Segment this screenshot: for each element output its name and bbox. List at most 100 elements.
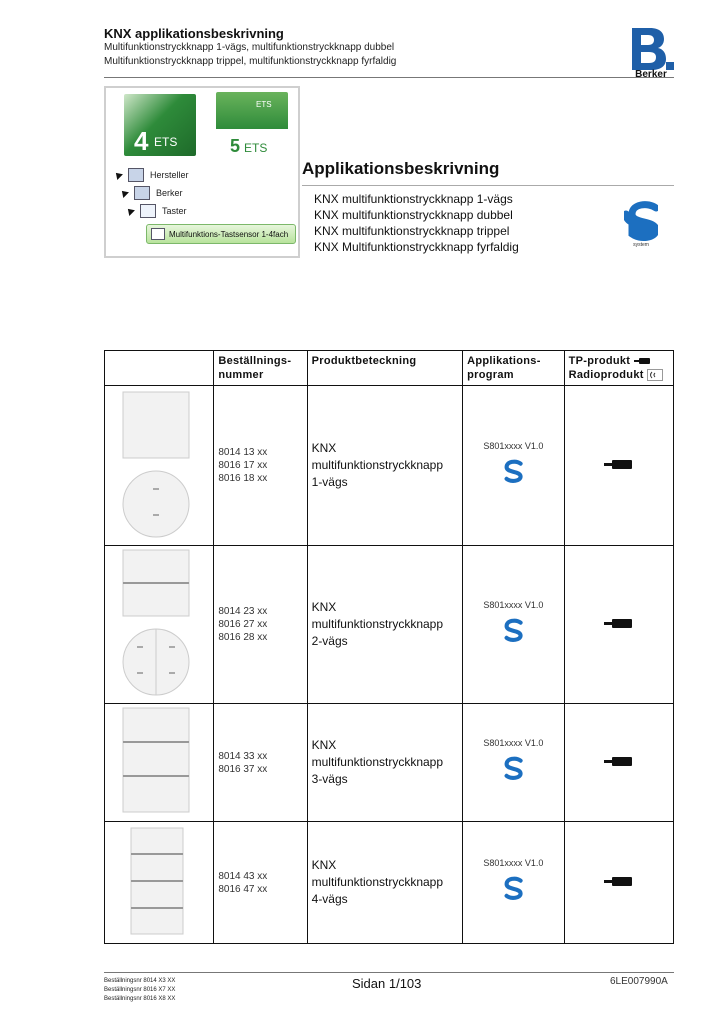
tree-item-berker[interactable]: Berker — [119, 186, 183, 200]
tp-plug-icon — [603, 460, 632, 469]
tree-label: Berker — [156, 188, 183, 198]
radio-icon — [647, 369, 664, 382]
expand-arrow-icon[interactable] — [113, 170, 123, 180]
footer-divider — [104, 972, 674, 973]
app-program-cell: S801xxxx V1.0 — [462, 385, 565, 546]
order-numbers-cell: 8014 13 xx 8016 17 xx 8016 18 xx — [213, 385, 308, 546]
expand-arrow-icon[interactable] — [119, 188, 129, 198]
order-number: 8014 33 xx — [218, 750, 268, 762]
application-line: KNX multifunktionstryckknapp 1-vägs — [314, 192, 513, 206]
svg-text:ETS: ETS — [154, 135, 177, 149]
product-image-2gang — [122, 549, 190, 696]
header-product: Produktbeteckning — [306, 350, 464, 386]
footer-order-line: Beställningsnr 8016 X8 XX — [104, 996, 176, 1002]
header-label: Radioprodukt — [568, 369, 644, 381]
tp-plug-icon — [603, 619, 632, 628]
svg-text:5: 5 — [230, 136, 240, 154]
svg-text:4: 4 — [134, 126, 149, 156]
product-name-line: multifunktionstryckknapp — [311, 755, 444, 769]
tree-item-hersteller[interactable]: Hersteller — [113, 168, 189, 182]
s-system-icon — [504, 756, 523, 780]
product-image-1gang — [122, 391, 190, 538]
s-system-icon — [504, 618, 523, 642]
product-name-line: KNX — [311, 441, 337, 455]
tp-plug-icon — [633, 358, 650, 365]
header-tp-radio: TP-produkt Radioprodukt — [563, 350, 675, 386]
order-numbers-cell: 8014 33 xx 8016 37 xx — [213, 703, 308, 822]
svg-text:ETS: ETS — [244, 141, 267, 154]
tree-item-selected-product[interactable]: Multifunktions-Tastsensor 1-4fach — [146, 224, 296, 244]
application-divider — [302, 185, 674, 186]
order-number: 8014 23 xx — [218, 606, 268, 617]
product-icon — [151, 228, 165, 240]
header-label: Applikations- program — [467, 355, 541, 381]
s-system-icon — [504, 876, 523, 900]
application-heading: Applikationsbeskrivning — [302, 159, 500, 178]
page-number: Sidan 1/103 — [352, 976, 422, 991]
app-version: S801xxxx V1.0 — [483, 600, 544, 610]
table-header-row: Beställnings- nummer Produktbeteckning A… — [103, 350, 675, 386]
tp-cell — [563, 545, 675, 704]
s-system-icon — [504, 459, 523, 483]
product-name-line: 4-vägs — [311, 892, 348, 906]
product-name-line: multifunktionstryckknapp — [311, 458, 444, 472]
table-row: 8014 43 xx 8016 47 xx KNX multifunktions… — [103, 821, 675, 944]
footer-order-line: Beställningsnr 8014 X3 XX — [104, 978, 176, 984]
device-icon — [140, 204, 156, 218]
header-label: TP-produkt — [568, 355, 631, 367]
order-number: 8016 18 xx — [218, 473, 268, 484]
header-label: Beställnings- nummer — [218, 355, 292, 381]
application-line: KNX multifunktionstryckknapp dubbel — [314, 208, 513, 222]
table-row: 8014 13 xx 8016 17 xx 8016 18 xx KNX mul… — [103, 385, 675, 546]
document-subtitle-1: Multifunktionstryckknapp 1-vägs, multifu… — [104, 42, 395, 53]
product-image-3gang — [122, 707, 190, 813]
product-name-line: 3-vägs — [311, 772, 348, 786]
folder-icon — [128, 168, 144, 182]
document-subtitle-2: Multifunktionstryckknapp trippel, multif… — [104, 56, 397, 67]
product-name-line: KNX — [311, 858, 337, 872]
app-version: S801xxxx V1.0 — [483, 858, 544, 868]
expand-arrow-icon[interactable] — [125, 206, 135, 216]
tp-cell — [563, 703, 675, 822]
product-name-cell: KNX multifunktionstryckknapp 1-vägs — [306, 385, 464, 546]
berker-logo: Berker — [632, 28, 674, 78]
product-image-cell — [103, 545, 215, 704]
app-version: S801xxxx V1.0 — [483, 441, 544, 451]
app-program-cell: S801xxxx V1.0 — [462, 545, 565, 704]
app-program-cell: S801xxxx V1.0 — [462, 703, 565, 822]
product-table: Beställnings- nummer Produktbeteckning A… — [103, 350, 675, 944]
tp-plug-icon — [603, 877, 632, 886]
tree-label: Taster — [162, 206, 187, 216]
tp-cell — [563, 821, 675, 944]
application-line: KNX Multifunktionstryckknapp fyrfaldig — [314, 240, 519, 254]
product-name-line: KNX — [311, 738, 337, 752]
tree-label: Hersteller — [150, 170, 189, 180]
app-program-cell: S801xxxx V1.0 — [462, 821, 565, 944]
s-system-logo: system — [624, 201, 658, 248]
product-name-cell: KNX multifunktionstryckknapp 2-vägs — [306, 545, 464, 704]
header-app-program: Applikations- program — [462, 350, 565, 386]
header-divider — [104, 77, 674, 78]
product-image-cell — [103, 821, 215, 944]
order-number: 8014 43 xx — [218, 870, 268, 882]
product-name-line: KNX — [311, 600, 337, 614]
product-image-4gang — [130, 827, 184, 935]
ets5-logo-image: 5 ETS ETS — [216, 92, 288, 156]
order-number: 8016 47 xx — [218, 883, 268, 895]
header-label: Produktbeteckning — [311, 355, 417, 367]
header-order-number: Beställnings- nummer — [213, 350, 308, 386]
tree-item-taster[interactable]: Taster — [125, 204, 187, 218]
logo-text: Berker — [635, 69, 667, 78]
product-image-cell — [103, 385, 215, 546]
product-name-line: 1-vägs — [311, 475, 348, 489]
footer-order-line: Beställningsnr 8016 X7 XX — [104, 987, 176, 993]
order-number: 8016 28 xx — [218, 632, 268, 643]
product-name-line: multifunktionstryckknapp — [311, 617, 444, 631]
document-title: KNX applikationsbeskrivning — [104, 26, 284, 41]
svg-text:system: system — [633, 242, 649, 248]
order-number: 8014 13 xx — [218, 447, 268, 458]
order-number: 8016 37 xx — [218, 763, 268, 775]
order-numbers-cell: 8014 43 xx 8016 47 xx — [213, 821, 308, 944]
product-name-line: multifunktionstryckknapp — [311, 875, 444, 889]
table-row: 8014 23 xx 8016 27 xx 8016 28 xx KNX mul… — [103, 545, 675, 704]
